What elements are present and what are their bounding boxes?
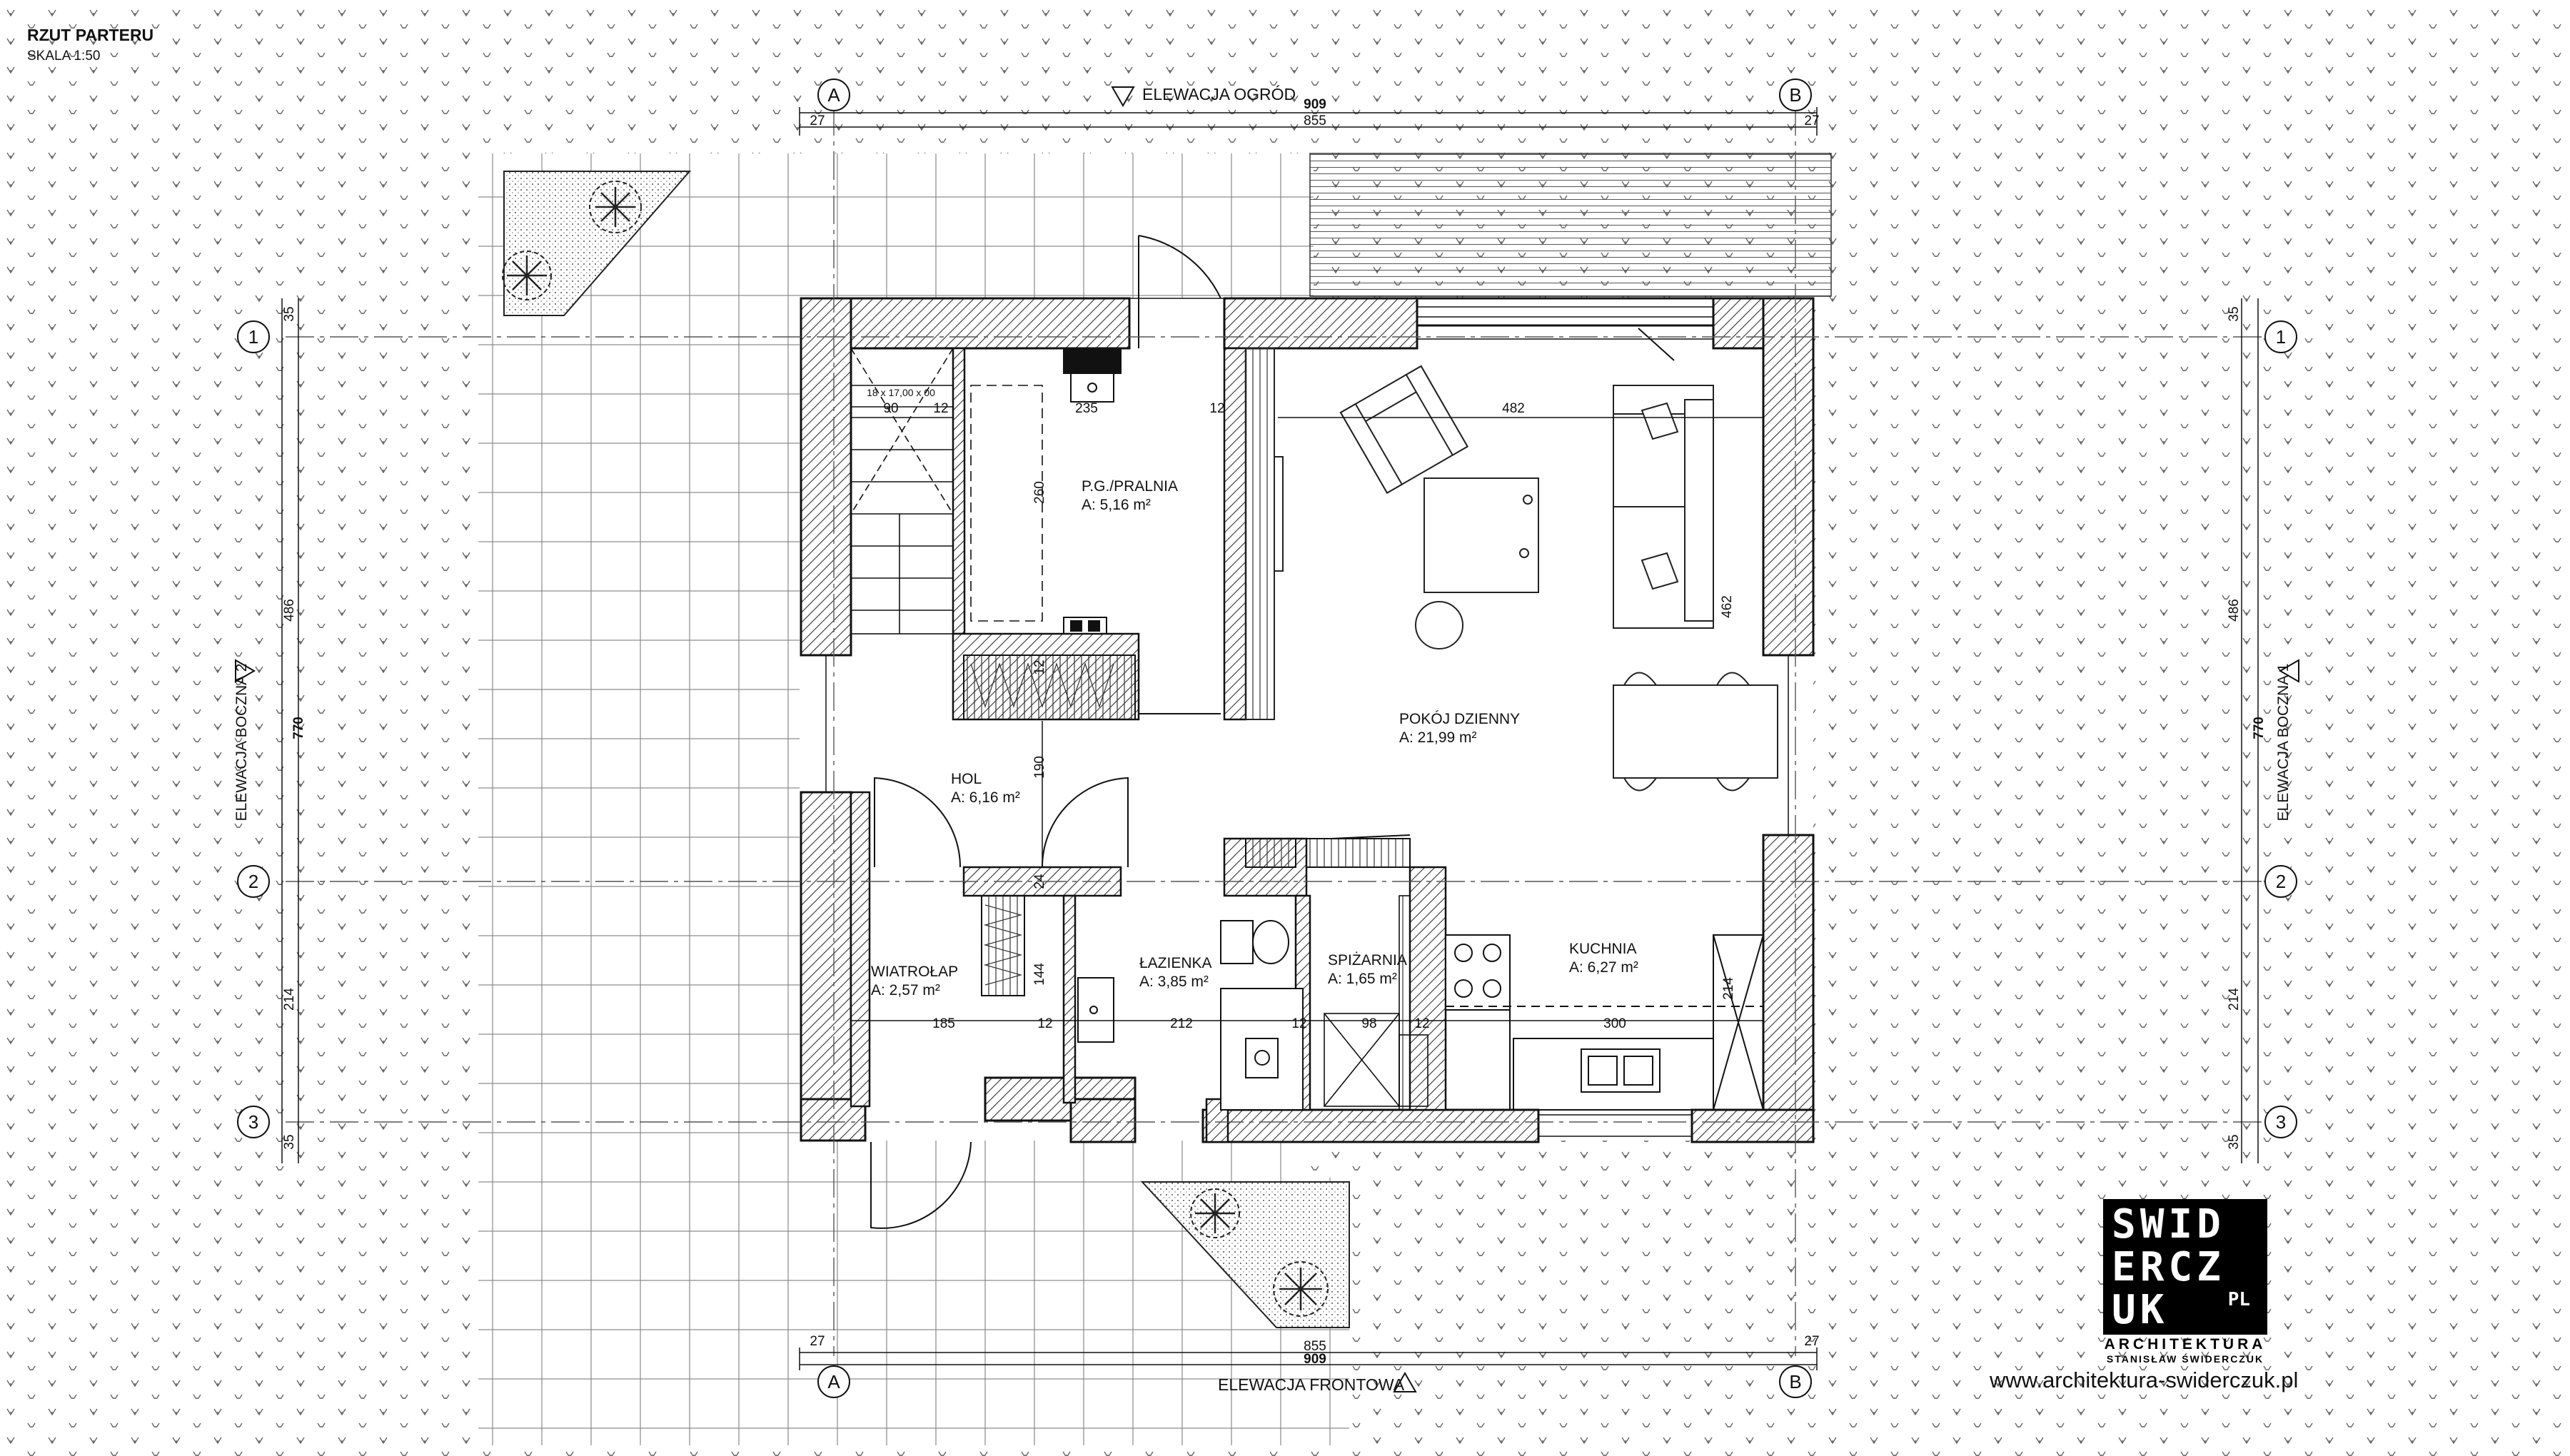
dim-12-pantry: 12 [1291, 1016, 1306, 1031]
dim-left-486: 486 [282, 599, 297, 622]
logo-row-2: ERCZ [2112, 1244, 2225, 1290]
room-area-living: A: 21,99 m² [1399, 729, 1477, 746]
axis-markers [237, 79, 2297, 1398]
dim-left-35-bottom: 35 [282, 1134, 297, 1149]
axis-3-left-label: 3 [248, 1111, 258, 1133]
axis-a-bottom-label: A [827, 1371, 840, 1392]
elevation-front-arrow [1393, 1371, 1417, 1392]
dim-12-vertical: 12 [1032, 659, 1047, 674]
dim-edge-bottom-left: 27 [810, 1334, 825, 1349]
room-area-kitchen: A: 6,27 m² [1569, 959, 1638, 976]
door-swings [870, 235, 1675, 1229]
dim-edge-top-left: 27 [810, 113, 825, 128]
axis-marker-a-top [817, 79, 850, 111]
axis-marker-b-top [1779, 79, 1812, 111]
room-name-laundry: P.G./PRALNIA [1082, 478, 1178, 495]
website-url[interactable]: www.architektura-swiderczuk.pl [1990, 1367, 2299, 1392]
dim-edge-bottom-right: 27 [1804, 1334, 1819, 1349]
logo-line-1: ARCHITEKTURA [2104, 1336, 2267, 1353]
room-area-pantry: A: 1,65 m² [1328, 971, 1397, 987]
dim-185: 185 [932, 1016, 955, 1031]
dim-90: 90 [883, 401, 898, 416]
dim-right-35-top: 35 [2227, 306, 2242, 321]
dim-overall-top: 909 [1304, 97, 1326, 112]
pantry-shelves [1324, 895, 1428, 1111]
dim-300: 300 [1603, 1016, 1626, 1031]
logo-mark: SWID ERCZ UK PL [2103, 1199, 2267, 1335]
dim-left-35-top: 35 [282, 306, 297, 321]
room-area-bathroom: A: 3,85 m² [1139, 974, 1209, 990]
dim-24: 24 [1032, 874, 1047, 889]
dim-overall-right: 770 [2252, 717, 2267, 739]
bathroom-fixtures [1077, 920, 1304, 1111]
dim-12-bath: 12 [1037, 1016, 1052, 1031]
dim-212: 212 [1170, 1016, 1193, 1031]
dim-12-laundry: 12 [1209, 401, 1224, 416]
dim-edge-top-right: 27 [1804, 113, 1819, 128]
axis-b-bottom-label: B [1789, 1371, 1801, 1392]
elevation-front-label: ELEWACJA FRONTOWA [1218, 1375, 1405, 1394]
room-name-bathroom: ŁAZIENKA [1139, 955, 1212, 971]
axis-1-left-label: 1 [248, 326, 258, 348]
dim-right-486: 486 [2227, 599, 2242, 622]
room-area-laundry: A: 5,16 m² [1082, 497, 1151, 513]
drawing-title: RZUT PARTERU [27, 26, 154, 44]
dim-overall-bottom: 909 [1304, 1352, 1326, 1367]
elevation-side1-label: ELEWACJA BOCZNA 1 [2275, 664, 2292, 821]
axis-1-right-label: 1 [2276, 326, 2286, 348]
laundry-fixtures [1063, 348, 1122, 635]
dim-190: 190 [1032, 756, 1047, 779]
room-name-vestibule: WIATROŁAP [871, 964, 958, 980]
room-name-hall: HOL [951, 771, 982, 787]
axis-marker-a-bottom [817, 1365, 850, 1398]
elevation-garden-arrow [1111, 86, 1135, 108]
architect-logo: SWID ERCZ UK PL ARCHITEKTURA STANISŁAW Ś… [2103, 1199, 2267, 1365]
dim-12-stairs: 12 [933, 401, 948, 416]
axis-a-top-label: A [827, 84, 840, 106]
logo-row-3: UK [2112, 1287, 2169, 1333]
drawing-scale: SKALA 1:50 [27, 49, 101, 64]
axis-b-top-label: B [1789, 84, 1801, 106]
dimension-lines [281, 107, 2259, 1370]
room-name-pantry: SPIŻARNIA [1328, 952, 1407, 969]
dim-260: 260 [1032, 481, 1047, 504]
room-name-living: POKÓJ DZIENNY [1399, 711, 1520, 727]
axis-2-right-label: 2 [2276, 871, 2286, 892]
dim-inner-top: 855 [1304, 113, 1326, 128]
dim-235: 235 [1075, 401, 1098, 416]
room-area-hall: A: 6,16 m² [951, 789, 1020, 806]
room-area-vestibule: A: 2,57 m² [871, 982, 940, 999]
gridlines [286, 107, 2270, 1356]
logo-suffix: PL [2227, 1289, 2250, 1310]
axis-marker-b-bottom [1779, 1365, 1812, 1398]
dim-462: 462 [1720, 595, 1735, 618]
elevation-side2-label: ELEWACJA BOCZNA 2 [233, 664, 250, 821]
dim-144: 144 [1032, 963, 1047, 986]
elevation-side2-arrow [235, 659, 256, 683]
axis-3-right-label: 3 [2276, 1111, 2286, 1133]
dim-right-214: 214 [2227, 988, 2242, 1011]
room-name-kitchen: KUCHNIA [1569, 941, 1637, 957]
elevation-garden-label: ELEWACJA OGRÓD [1142, 85, 1296, 103]
dim-inner-bottom: 855 [1304, 1339, 1326, 1354]
dim-482: 482 [1502, 401, 1525, 416]
dim-left-214: 214 [282, 988, 297, 1011]
planter-bottom [1140, 1181, 1350, 1328]
dim-98: 98 [1361, 1016, 1376, 1031]
elevation-side1-arrow [2278, 659, 2299, 683]
logo-row-1: SWID [2112, 1201, 2225, 1248]
dim-right-35-bottom: 35 [2227, 1134, 2242, 1149]
dim-12-kitchen: 12 [1414, 1016, 1429, 1031]
logo-line-2: STANISŁAW ŚWIDERCZUK [2106, 1353, 2264, 1365]
axis-2-left-label: 2 [248, 871, 258, 892]
planter-top-left [502, 171, 692, 316]
dim-stairs: 18 x 17,00 x 00 [867, 387, 935, 398]
dim-overall-left: 770 [291, 717, 306, 739]
staircase [850, 348, 1043, 635]
living-room-furniture [1245, 348, 1778, 792]
kitchen-fixtures [1445, 934, 1764, 1111]
dim-214-kitchen: 214 [1721, 977, 1736, 1000]
